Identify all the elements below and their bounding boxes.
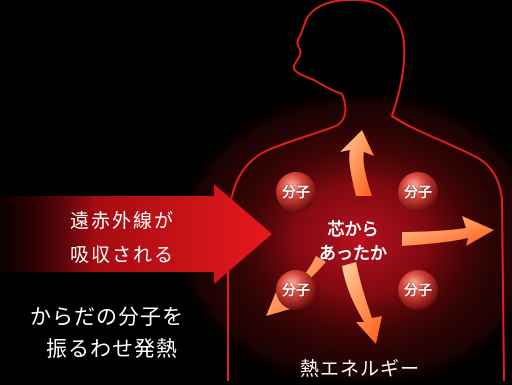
heat-arrow-right bbox=[402, 216, 494, 246]
vibrate-label-line1: からだの分子を bbox=[30, 305, 184, 329]
infrared-arrow bbox=[0, 184, 272, 284]
molecules bbox=[276, 172, 438, 310]
center-warm-label-line2: あったか bbox=[319, 244, 387, 264]
molecule-bottom-right bbox=[398, 270, 438, 310]
molecule-label-top-left: 分子 bbox=[282, 185, 310, 201]
torso-glow-outer bbox=[185, 100, 512, 380]
body-silhouette-right bbox=[359, 0, 505, 382]
body-silhouette bbox=[227, 0, 360, 381]
heat-arrow-up bbox=[340, 130, 374, 196]
vibrate-label-line2: 振るわせ発熱 bbox=[46, 337, 178, 361]
molecule-bottom-left bbox=[276, 270, 316, 310]
infrared-label-line1: 遠赤外線が bbox=[70, 210, 176, 232]
molecule-top-left bbox=[276, 172, 316, 212]
molecule-top-right bbox=[398, 172, 438, 212]
heat-arrow-down bbox=[342, 262, 382, 344]
molecule-label-bottom-left: 分子 bbox=[282, 283, 310, 299]
molecule-label-bottom-right: 分子 bbox=[404, 283, 432, 299]
heat-energy-label: 熱エネルギー bbox=[300, 358, 421, 380]
center-warm-label-line1: 芯から bbox=[327, 220, 379, 240]
molecule-label-top-right: 分子 bbox=[404, 185, 432, 201]
infrared-label-line2: 吸収される bbox=[70, 244, 176, 266]
